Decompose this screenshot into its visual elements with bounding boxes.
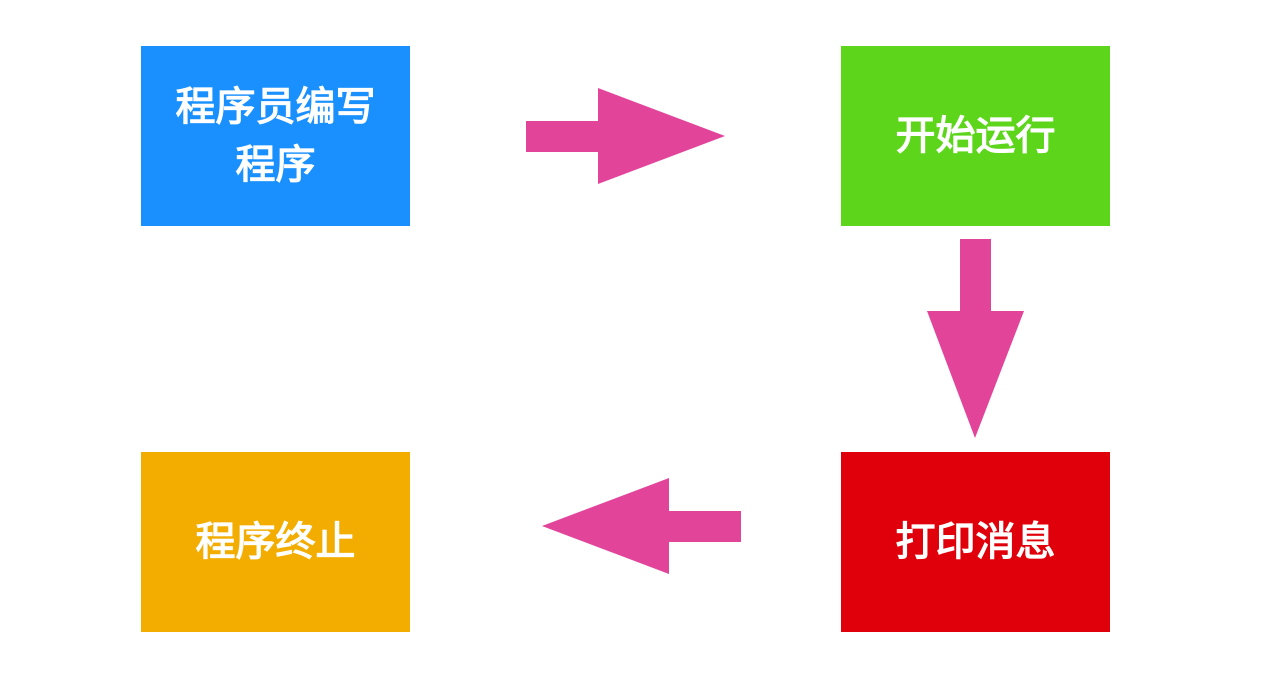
step-label: 程序员编写 程序 xyxy=(175,84,376,188)
step-label: 打印消息 xyxy=(895,519,1056,565)
step-program-end: 程序终止 xyxy=(141,452,410,632)
arrow-right xyxy=(526,88,725,184)
step-label: 程序终止 xyxy=(195,519,356,565)
step-write-program: 程序员编写 程序 xyxy=(141,46,410,226)
arrow-down xyxy=(927,239,1024,438)
arrow-left xyxy=(542,478,741,574)
step-start-run: 开始运行 xyxy=(841,46,1110,226)
step-print-message: 打印消息 xyxy=(841,452,1110,632)
step-label: 开始运行 xyxy=(895,113,1056,159)
